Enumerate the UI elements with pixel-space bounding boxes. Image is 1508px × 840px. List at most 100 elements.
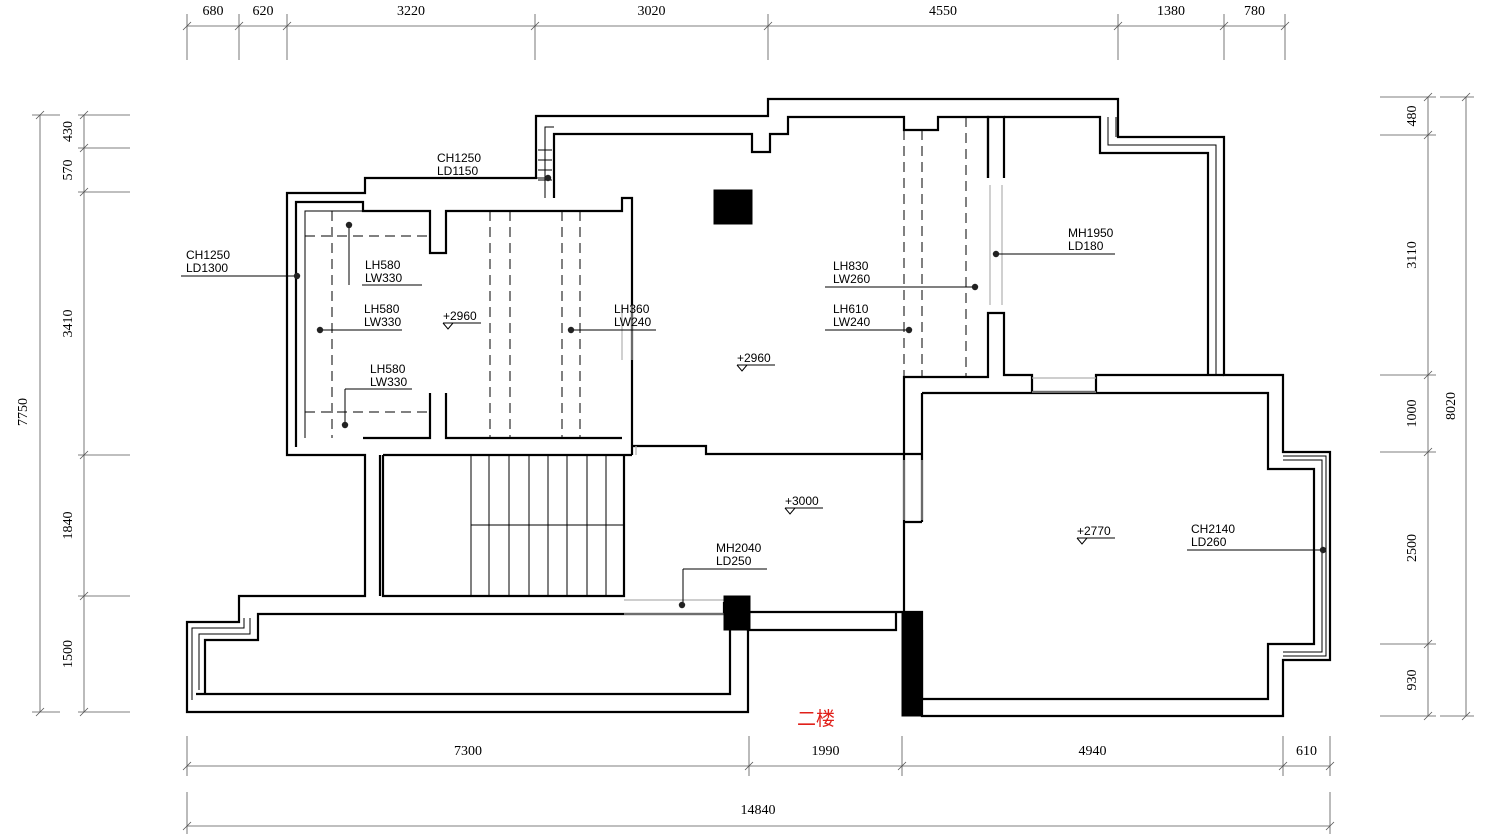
- top-dim-tick: [182, 21, 192, 31]
- top-dim-value: 3020: [638, 4, 666, 19]
- callout-line-2: LW240: [833, 315, 870, 329]
- callout-point: [678, 601, 686, 609]
- callout-point: [971, 283, 979, 291]
- right-dim-value: 480: [1405, 106, 1420, 127]
- column-upper: [713, 189, 753, 225]
- callout-line-1: CH1250: [186, 248, 230, 262]
- upper-room-wall-inner: [544, 126, 554, 198]
- callout-line-2: LD1150: [437, 164, 478, 178]
- top-dim-tick: [1219, 21, 1229, 31]
- right-dim-value: 2500: [1405, 534, 1420, 562]
- left-room-inner-line: [304, 210, 363, 438]
- callout-line-2: LD250: [716, 554, 752, 568]
- floor-title: 二楼: [797, 708, 835, 730]
- left-dim-tick: [79, 707, 89, 717]
- left-dim-value: 570: [61, 160, 76, 181]
- level-mark: +2960: [442, 309, 481, 330]
- level-mark: +2770: [1076, 524, 1115, 545]
- left-dim-value: 430: [61, 121, 76, 142]
- right-total-tick: [1461, 711, 1471, 721]
- callout-point: [905, 326, 913, 334]
- stair-hall-wall: [381, 453, 632, 598]
- callout-line-1: MH2040: [716, 541, 762, 555]
- left-room-bottom-wall: [444, 393, 622, 440]
- lower-right-room-wall: [920, 391, 1316, 701]
- bottom-total-tick: [1325, 821, 1335, 831]
- right-total-tick: [1461, 92, 1471, 102]
- bottom-dim-value: 7300: [454, 744, 482, 759]
- walls: [185, 97, 1332, 718]
- bottom-dim-value: 4940: [1079, 744, 1107, 759]
- upper-room-wall: [552, 115, 990, 198]
- bottom-total-value: 14840: [741, 803, 776, 818]
- upper-room-bottom-wall: [632, 311, 1224, 456]
- bottom-dim-tick: [897, 761, 907, 771]
- outer-wall: [185, 97, 1332, 718]
- column-hall: [723, 595, 751, 631]
- column-lower: [896, 611, 923, 717]
- top-dim-tick: [530, 21, 540, 31]
- callout-line-2: LW260: [833, 272, 870, 286]
- callout-point: [293, 272, 301, 280]
- callout-line-1: LH610: [833, 302, 869, 316]
- left-room-bottom-wall-2: [363, 393, 432, 440]
- floor-level-marks: +2960 +2960 +3000 +2770: [442, 309, 1115, 545]
- callout-line-1: LH830: [833, 259, 869, 273]
- level-symbol: [1076, 537, 1115, 545]
- callout-line-1: LH580: [365, 258, 401, 272]
- right-dim-tick: [1423, 370, 1433, 380]
- callout-line-2: LW330: [364, 315, 401, 329]
- left-dim-tick: [79, 143, 89, 153]
- callout-point: [345, 221, 353, 229]
- right-dim-tick: [1423, 711, 1433, 721]
- bottom-dim-tick: [1325, 761, 1335, 771]
- callout-line-2: LW330: [370, 375, 407, 389]
- top-dim-value: 4550: [929, 4, 957, 19]
- openings: [538, 149, 1096, 615]
- top-dim-value: 780: [1244, 4, 1265, 19]
- level-symbol: [442, 322, 481, 330]
- callout-line-2: LD180: [1068, 239, 1104, 253]
- callout-line-2: LD260: [1191, 535, 1227, 549]
- window-sill-left: [538, 149, 552, 181]
- bay-window-lines: [1283, 455, 1327, 657]
- top-dim-tick: [234, 21, 244, 31]
- level-mark: +3000: [784, 494, 823, 515]
- callout-point: [544, 174, 552, 182]
- balcony-inner-lines: [191, 618, 251, 700]
- right-dim-value: 3110: [1405, 241, 1420, 268]
- level-mark: +2960: [736, 351, 775, 372]
- callout-point: [316, 326, 324, 334]
- callout-point: [1319, 546, 1327, 554]
- left-dim-tick: [79, 591, 89, 601]
- callout-point: [992, 250, 1000, 258]
- right-room-inner-wall: [1004, 115, 1210, 375]
- right-dim-value: 930: [1405, 670, 1420, 691]
- right-total-value: 8020: [1444, 392, 1459, 420]
- callout-line-1: LH580: [364, 302, 400, 316]
- left-dim-tick: [79, 450, 89, 460]
- top-dim-tick: [1113, 21, 1123, 31]
- bottom-dim-tick: [1278, 761, 1288, 771]
- left-total-tick: [35, 110, 45, 120]
- right-dim-tick: [1423, 130, 1433, 140]
- opening-lines: [621, 185, 1096, 615]
- right-dim-tick: [1423, 639, 1433, 649]
- top-dim-value: 620: [253, 4, 274, 19]
- left-total-tick: [35, 707, 45, 717]
- bottom-dim-value: 610: [1296, 744, 1317, 759]
- left-dim-value: 1840: [61, 512, 76, 540]
- level-value: +2960: [443, 309, 477, 323]
- beam-lines: [305, 117, 967, 438]
- callout-line-2: LW330: [365, 271, 402, 285]
